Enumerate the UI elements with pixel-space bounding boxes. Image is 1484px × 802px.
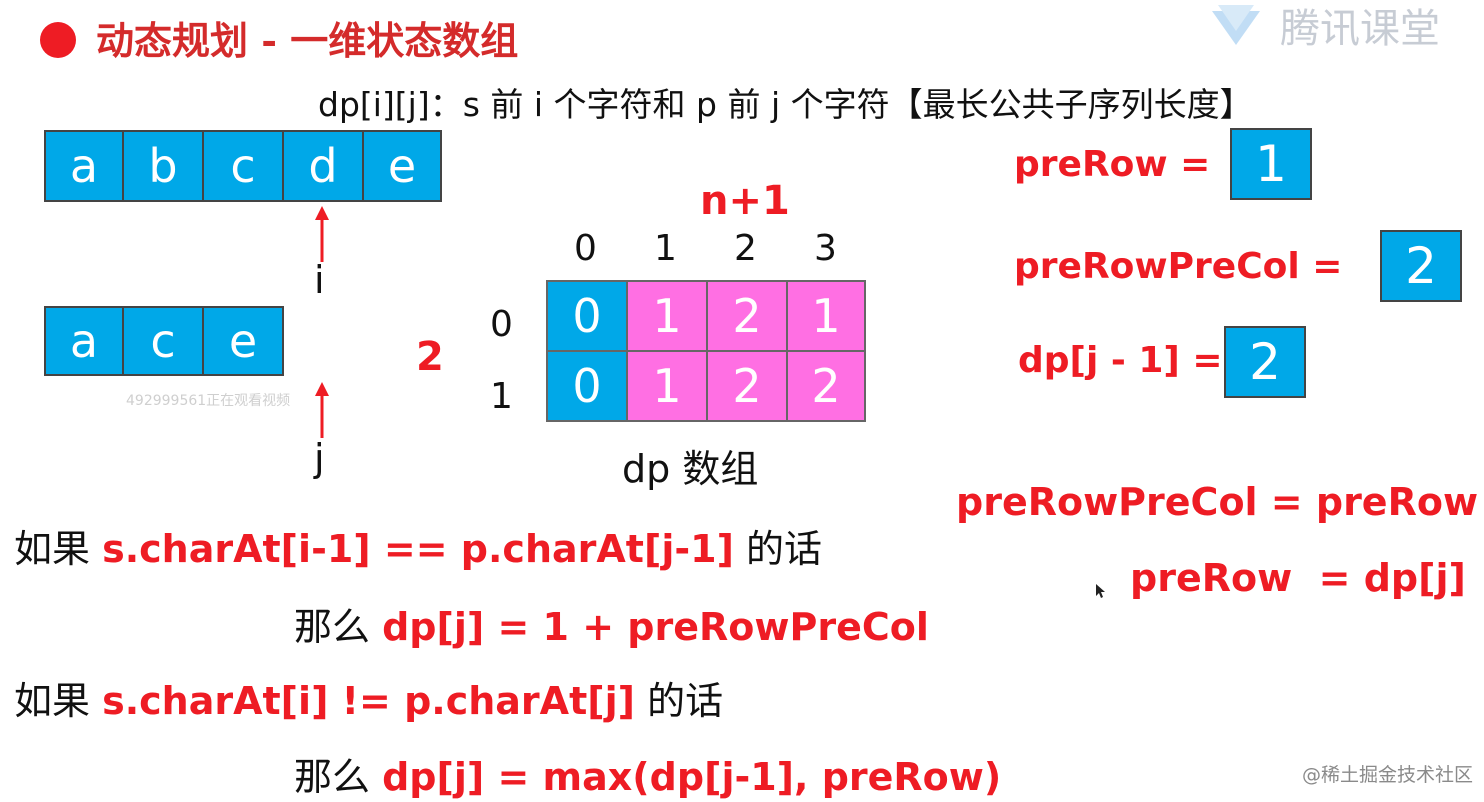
brand-logo: 腾讯课堂 xyxy=(1204,0,1440,54)
title-bullet-dot xyxy=(40,22,76,58)
s-char-cell: b xyxy=(122,130,204,202)
prerowprecol-label: preRowPreCol = xyxy=(1014,246,1343,287)
rule-if-not-equal-condition: s.charAt[i] != p.charAt[j] xyxy=(102,679,636,723)
page-title: 动态规划 - 一维状态数组 xyxy=(96,18,519,63)
col-index: 2 xyxy=(734,228,757,269)
row-index: 1 xyxy=(490,376,513,417)
rule-then-not-equal-expression: dp[j] = max(dp[j-1], preRow) xyxy=(382,755,1002,799)
dp-cell: 1 xyxy=(786,280,866,352)
play-icon xyxy=(1212,5,1260,45)
dp-cell: 2 xyxy=(706,350,788,422)
update-prerowprecol: preRowPreCol = preRow xyxy=(956,480,1479,524)
dp-cell: 2 xyxy=(786,350,866,422)
dp-jm1-value-box: 2 xyxy=(1224,326,1306,398)
brand-name: 腾讯课堂 xyxy=(1280,6,1440,52)
viewer-watermark: 492999561正在观看视频 xyxy=(126,393,291,409)
grid-caption: dp 数组 xyxy=(622,447,759,491)
rule-then-not-equal: 那么 dp[j] = max(dp[j-1], preRow) xyxy=(294,755,1002,799)
col-index: 1 xyxy=(654,228,677,269)
update-prerow: preRow = dp[j] xyxy=(1130,556,1466,600)
rule-if-equal: 如果 s.charAt[i-1] == p.charAt[j-1] 的话 xyxy=(14,527,823,571)
grid-width-label: n+1 xyxy=(700,178,790,224)
up-arrow-icon xyxy=(315,206,329,262)
p-char-cell: e xyxy=(202,306,284,376)
pointer-i-label: i xyxy=(314,258,325,302)
rule-then-equal: 那么 dp[j] = 1 + preRowPreCol xyxy=(294,605,929,649)
col-index: 3 xyxy=(814,228,837,269)
rule-then-equal-expression: dp[j] = 1 + preRowPreCol xyxy=(382,605,929,649)
rule-if-not-equal: 如果 s.charAt[i] != p.charAt[j] 的话 xyxy=(14,679,724,723)
prerow-value-box: 1 xyxy=(1230,128,1312,200)
s-char-cell: c xyxy=(202,130,284,202)
up-arrow-icon xyxy=(315,382,329,438)
prerowprecol-value-box: 2 xyxy=(1380,230,1462,302)
row-index: 0 xyxy=(490,304,513,345)
footer-watermark: @稀土掘金技术社区 xyxy=(1302,764,1474,786)
s-char-cell: d xyxy=(282,130,364,202)
s-char-cell: e xyxy=(362,130,442,202)
dp-cell: 1 xyxy=(626,280,708,352)
dp-cell: 0 xyxy=(546,350,628,422)
dp-cell: 0 xyxy=(546,280,628,352)
mouse-cursor-icon xyxy=(1096,584,1105,598)
grid-height-label: 2 xyxy=(416,334,444,380)
p-char-cell: c xyxy=(122,306,204,376)
col-index: 0 xyxy=(574,228,597,269)
pointer-j-label: j xyxy=(314,436,325,480)
rule-if-equal-condition: s.charAt[i-1] == p.charAt[j-1] xyxy=(102,527,734,571)
dp-jm1-label: dp[j - 1] = xyxy=(1018,340,1223,381)
prerow-label: preRow = xyxy=(1014,144,1211,185)
dp-cell: 2 xyxy=(706,280,788,352)
dp-definition: dp[i][j]：s 前 i 个字符和 p 前 j 个字符【最长公共子序列长度】 xyxy=(318,85,1253,124)
p-char-cell: a xyxy=(44,306,124,376)
dp-cell: 1 xyxy=(626,350,708,422)
s-char-cell: a xyxy=(44,130,124,202)
